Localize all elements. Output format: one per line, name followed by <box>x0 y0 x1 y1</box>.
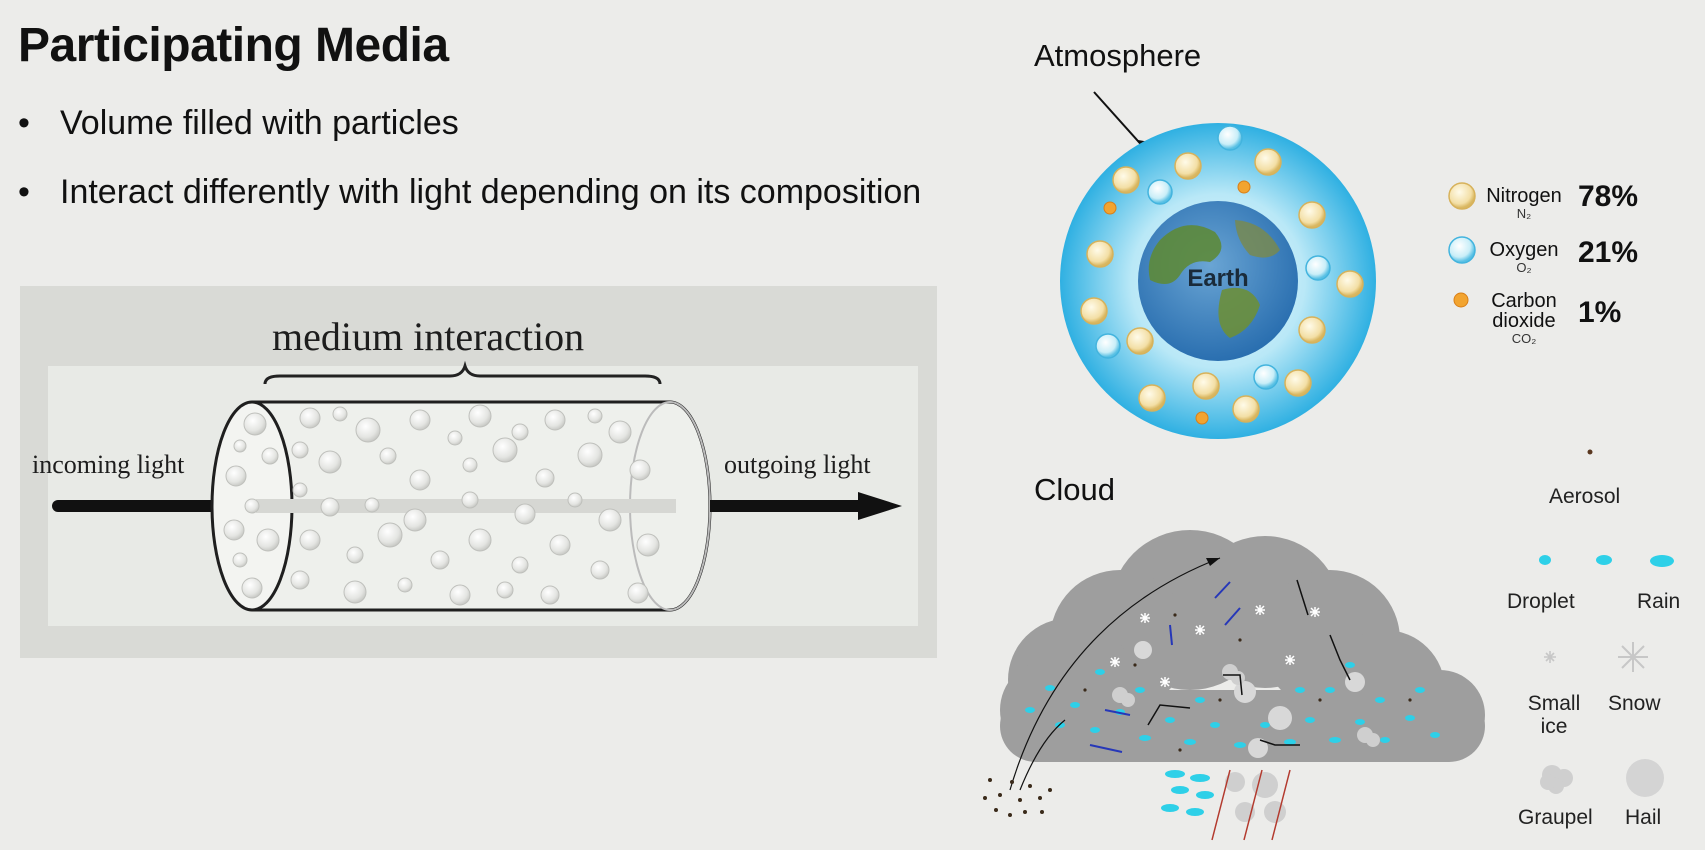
cloud-hail <box>1134 641 1365 758</box>
bullet-item: Interact differently with light dependin… <box>18 175 921 209</box>
co2-percent: 1% <box>1578 296 1622 329</box>
hail-label: Hail <box>1625 806 1662 829</box>
oxygen-legend-icon <box>1448 236 1476 264</box>
oxygen-molecules <box>1095 125 1331 390</box>
co2-formula: CO₂ <box>1511 331 1537 346</box>
cloud-snow <box>1110 605 1320 687</box>
earth-label: Earth <box>1187 265 1248 292</box>
nitrogen-name: Nitrogen <box>1486 185 1562 207</box>
hail-icon <box>1626 759 1664 797</box>
outgoing-light-label: outgoing light <box>724 450 871 479</box>
aerosol-trajectory <box>1019 719 1066 791</box>
droplet-icon <box>1596 555 1612 565</box>
bullet-item: Volume filled with particles <box>18 106 921 140</box>
cloud-motion-arrows <box>1089 581 1241 753</box>
oxygen-percent: 21% <box>1578 236 1639 269</box>
atmosphere-pointer <box>1093 91 1147 151</box>
arrow-head <box>858 492 902 520</box>
earth-landmass <box>1218 287 1260 338</box>
aerosol-trajectory <box>1009 557 1221 791</box>
nitrogen-formula: N₂ <box>1516 206 1532 221</box>
earth-landmass <box>1235 220 1280 258</box>
medium-interaction-label: medium interaction <box>272 314 585 359</box>
small-ice-line2: ice <box>1540 715 1568 738</box>
nitrogen-percent: 78% <box>1578 180 1639 213</box>
front-face-bubbles <box>223 412 280 599</box>
co2-legend-icon <box>1453 292 1469 308</box>
earth-landmass <box>1148 225 1222 284</box>
droplet-icon <box>1539 555 1551 565</box>
falling-rain <box>1161 770 1214 816</box>
co2-name-line1: Carbon <box>1491 290 1557 312</box>
aerosol-label: Aerosol <box>1549 485 1621 508</box>
nitrogen-legend-icon <box>1448 182 1476 210</box>
falling-hail-lines <box>1211 769 1291 841</box>
small-ice-icon <box>1544 651 1556 663</box>
co2-legend: Carbon dioxide CO₂ <box>1478 291 1570 346</box>
falling-aerosols <box>983 778 1052 817</box>
bullet-list: Volume filled with particles Interact di… <box>18 106 921 244</box>
snow-label: Snow <box>1608 692 1661 715</box>
small-ice-line1: Small <box>1527 692 1581 715</box>
co2-molecules <box>1103 180 1251 425</box>
cloud-collision-lines <box>1147 579 1351 746</box>
slide-title: Participating Media <box>18 19 449 72</box>
aerosol-icon <box>1587 449 1593 455</box>
nitrogen-molecules <box>1080 148 1364 423</box>
small-ice-label: Small ice <box>1524 692 1584 738</box>
cloud-title: Cloud <box>1034 472 1115 507</box>
cloud-droplets <box>1025 662 1440 748</box>
cloud-shape <box>1000 530 1485 762</box>
atmosphere-title: Atmosphere <box>1034 38 1202 73</box>
snow-icon <box>1618 642 1648 672</box>
co2-name-line2: dioxide <box>1492 310 1556 332</box>
incoming-light-label: incoming light <box>32 450 185 479</box>
falling-hail <box>1225 772 1286 823</box>
cloud-graupel <box>1112 664 1380 747</box>
trajectory-arrow-head <box>1206 558 1220 566</box>
rain-label: Rain <box>1637 590 1681 613</box>
particle-bubbles <box>290 404 660 606</box>
oxygen-legend: Oxygen O₂ <box>1484 240 1564 275</box>
rain-icon <box>1650 555 1674 567</box>
brace <box>263 360 662 385</box>
droplet-label: Droplet <box>1507 590 1575 613</box>
graupel-icon <box>1540 765 1573 794</box>
nitrogen-legend: Nitrogen N₂ <box>1484 186 1564 221</box>
oxygen-name: Oxygen <box>1489 239 1559 261</box>
cloud-aerosols <box>1083 613 1412 752</box>
graupel-label: Graupel <box>1518 806 1593 829</box>
oxygen-formula: O₂ <box>1516 260 1532 275</box>
